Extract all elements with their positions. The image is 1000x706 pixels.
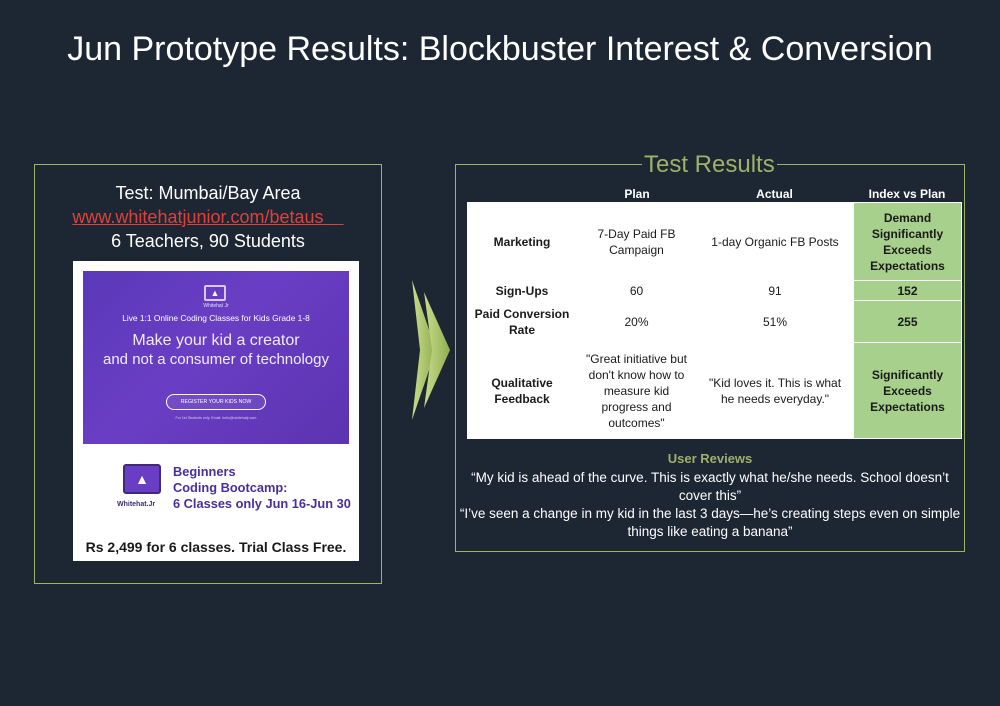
index-cell: 255 (853, 300, 962, 343)
test-results-panel: Test Results Plan Actual Index vs Plan M… (455, 151, 965, 552)
monitor-graduation-cap-icon: ▲ (123, 464, 161, 494)
ad-banner: ▲ Whitehat Jr Live 1:1 Online Coding Cla… (83, 271, 349, 444)
bootcamp-text: Beginners Coding Bootcamp: 6 Classes onl… (173, 464, 353, 512)
index-cell: 152 (853, 280, 962, 301)
actual-cell: 1-day Organic FB Posts (696, 202, 854, 281)
plan-cell: 60 (576, 280, 697, 301)
results-table: Marketing 7-Day Paid FB Campaign 1-day O… (467, 202, 962, 439)
bootcamp-line-1: Beginners (173, 464, 236, 479)
banner-headline-line-1: Make your kid a creator (132, 332, 300, 349)
table-row: Sign-Ups 60 91 152 (467, 280, 962, 301)
row-label: Paid Conversion Rate (467, 300, 577, 343)
test-location: Test: Mumbai/Bay Area (115, 183, 301, 203)
monitor-graduation-cap-icon: ▲ (204, 285, 226, 301)
index-cell: Demand Significantly Exceeds Expectation… (853, 202, 962, 281)
bootcamp-line-3: 6 Classes only Jun 16-Jun 30 (173, 496, 351, 511)
test-details-panel: Test: Mumbai/Bay Area www.whitehatjunior… (34, 164, 382, 584)
row-label: Sign-Ups (467, 280, 577, 301)
review-quote: “I’ve seen a change in my kid in the las… (459, 506, 961, 539)
banner-subtitle: Live 1:1 Online Coding Classes for Kids … (122, 313, 310, 323)
price-text: Rs 2,499 for 6 classes. Trial Class Free… (85, 539, 347, 555)
column-header-index: Index vs Plan (868, 187, 946, 201)
page-title: Jun Prototype Results: Blockbuster Inter… (67, 30, 933, 68)
plan-cell: 7-Day Paid FB Campaign (576, 202, 697, 281)
banner-headline-line-2: and not a consumer of technology (103, 351, 329, 368)
chevron-right-arrow-icon (412, 280, 450, 420)
actual-cell: 51% (696, 300, 854, 343)
banner-fine-print: For 1st Students only. Email: hello@whit… (175, 416, 257, 420)
bootcamp-brand: Whitehat.Jr (117, 501, 156, 508)
actual-cell: 91 (696, 280, 854, 301)
column-header-plan: Plan (624, 187, 650, 201)
register-button[interactable]: REGISTER YOUR KIDS NOW (166, 394, 266, 410)
bootcamp-line-2: Coding Bootcamp: (173, 480, 288, 495)
table-row: Marketing 7-Day Paid FB Campaign 1-day O… (467, 202, 962, 281)
test-results-title: Test Results (642, 151, 777, 179)
test-size: 6 Teachers, 90 Students (111, 231, 305, 251)
plan-cell: 20% (576, 300, 697, 343)
row-label: Marketing (467, 202, 577, 281)
row-label: Qualitative Feedback (467, 342, 577, 439)
actual-cell: "Kid loves it. This is what he needs eve… (696, 342, 854, 439)
banner-headline: Make your kid a creator and not a consum… (83, 331, 349, 369)
banner-brand: Whitehat Jr (203, 303, 229, 309)
plan-cell: "Great initiative but don't know how to … (576, 342, 697, 439)
column-header-actual: Actual (756, 187, 793, 201)
ad-creative: ▲ Whitehat Jr Live 1:1 Online Coding Cla… (73, 261, 359, 561)
table-row: Qualitative Feedback "Great initiative b… (467, 342, 962, 439)
test-url-line: www.whitehatjunior.com/betaus (35, 207, 381, 228)
user-reviews-title: User Reviews (667, 451, 753, 466)
review-quote: “My kid is ahead of the curve. This is e… (471, 470, 949, 503)
table-row: Paid Conversion Rate 20% 51% 255 (467, 300, 962, 343)
index-cell: Significantly Exceeds Expectations (853, 342, 962, 439)
test-url-link[interactable]: www.whitehatjunior.com/betaus (72, 207, 324, 227)
